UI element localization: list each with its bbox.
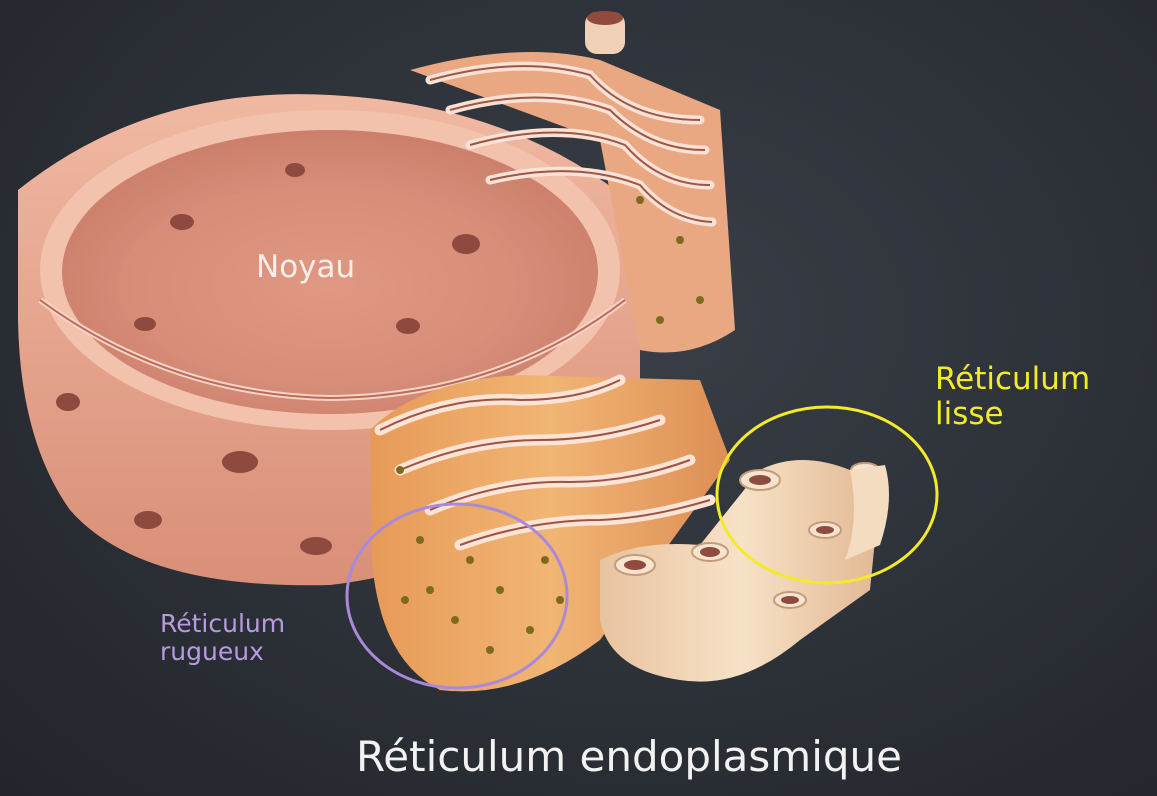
rough-er-label: Réticulum rugueux [160, 610, 285, 666]
rough-er-label-line2: rugueux [160, 638, 285, 666]
figure-caption: Réticulum endoplasmique [356, 733, 902, 780]
nucleus-label: Noyau [256, 250, 355, 285]
smooth-er-label-line2: lisse [935, 397, 1090, 432]
smooth-er-label-line1: Réticulum [935, 362, 1090, 397]
rough-er-label-line1: Réticulum [160, 610, 285, 638]
smooth-er-label: Réticulum lisse [935, 362, 1090, 431]
